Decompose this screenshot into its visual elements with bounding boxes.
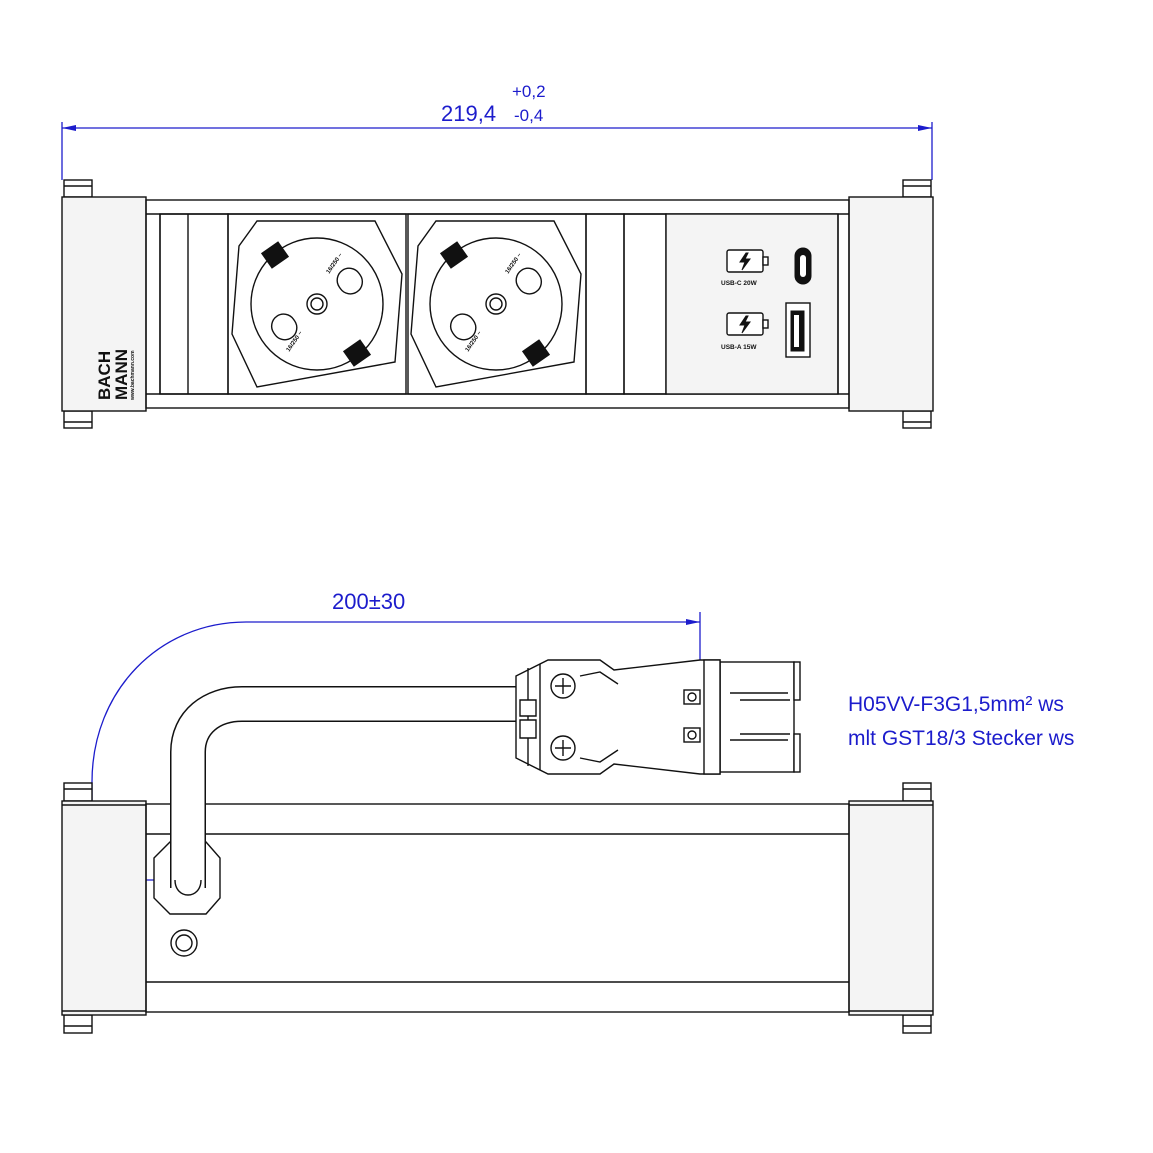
- side-left-end-cap: [61, 800, 147, 1016]
- usb-c-label: USB-C 20W: [721, 280, 758, 287]
- width-lower-tolerance: -0,4: [514, 106, 543, 125]
- width-nominal: 219,4: [441, 101, 496, 126]
- side-profile-body: [145, 803, 850, 1013]
- side-view: 200±30 H05VV-F3G1,5mm² ws mlt GST18/3 St…: [61, 589, 1074, 1034]
- width-upper-tolerance: +0,2: [512, 82, 546, 101]
- cable-note: H05VV-F3G1,5mm² ws mlt GST18/3 Stecker w…: [848, 693, 1074, 750]
- brand-logo: BACH MANN www.bachmann.com: [95, 349, 136, 401]
- side-right-end-cap: [848, 800, 934, 1016]
- brand-url: www.bachmann.com: [130, 350, 136, 401]
- width-dimension: 219,4 +0,2 -0,4: [61, 82, 933, 180]
- brand-line-2: MANN: [112, 349, 131, 400]
- front-view: 219,4 +0,2 -0,4: [61, 82, 934, 429]
- cable-length-dimension: 200±30: [86, 589, 701, 881]
- schuko-socket-1: 16/250 ~ 16/250 ~: [231, 220, 403, 388]
- cable-length-label: 200±30: [332, 589, 405, 614]
- usb-a-label: USB-A 15W: [721, 344, 757, 351]
- cable-note-line-1: H05VV-F3G1,5mm² ws: [848, 693, 1064, 716]
- left-end-cap: [61, 196, 147, 412]
- cable-note-line-2: mlt GST18/3 Stecker ws: [848, 727, 1074, 750]
- usb-c-port: USB-C 20W: [721, 247, 812, 287]
- usb-a-port: USB-A 15W: [721, 302, 811, 358]
- power-cable: [170, 686, 522, 896]
- brand-line-1: BACH: [95, 351, 114, 400]
- schuko-socket-2: 16/250 ~ 16/250 ~: [410, 220, 582, 388]
- right-end-cap: [848, 196, 934, 412]
- gst18-connector: [515, 659, 801, 775]
